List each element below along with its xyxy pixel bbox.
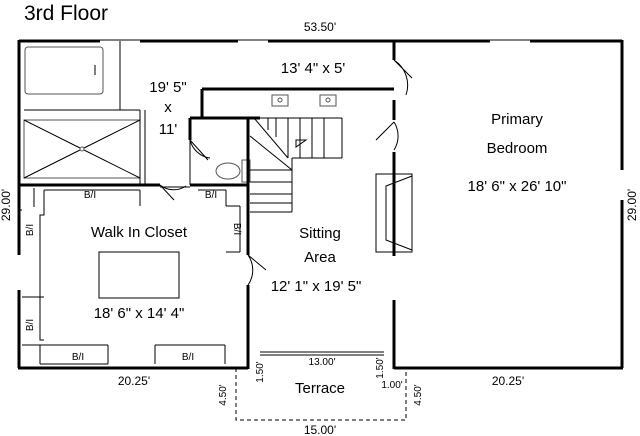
door-sitting xyxy=(247,254,267,286)
built-in-label: B/I xyxy=(25,319,36,331)
terrace-side-right: 1.50' xyxy=(375,357,386,378)
sitting-name-line1: Sitting xyxy=(299,225,341,242)
overall-width-bottom-right: 20.25' xyxy=(492,374,524,388)
built-in-label: B/I xyxy=(84,190,96,201)
overall-width-bottom-left: 20.25' xyxy=(118,374,150,388)
overall-width-top: 53.50' xyxy=(304,20,336,34)
closet-island xyxy=(98,251,180,299)
sitting-name-line2: Area xyxy=(304,249,336,266)
terrace-depth-left: 4.50' xyxy=(218,384,229,405)
terrace-side-left: 1.50' xyxy=(255,361,266,382)
terrace-outline xyxy=(235,368,407,421)
terrace-width-inner: 13.00' xyxy=(309,357,336,368)
toilet-bowl xyxy=(215,162,241,180)
primary-name-line2: Bedroom xyxy=(487,140,548,157)
primary-dim: 18' 6" x 26' 10" xyxy=(468,178,567,195)
door-bath xyxy=(189,139,211,161)
overall-depth-left: 29.00' xyxy=(0,189,13,221)
toilet-tank xyxy=(241,159,251,183)
sitting-dim: 12' 1" x 19' 5" xyxy=(271,278,362,295)
terrace-width-outer: 15.00' xyxy=(304,423,336,436)
terrace-right-offset: 1.00' xyxy=(381,380,402,391)
built-in-label: B/I xyxy=(182,352,194,363)
staircase xyxy=(249,117,343,213)
built-in-label: B/I xyxy=(25,224,36,236)
door-bedroom-top xyxy=(393,59,413,96)
bathtub xyxy=(24,46,104,95)
bath-dim-line2: x xyxy=(164,99,172,116)
hall-dim: 13' 4" x 5' xyxy=(281,60,346,77)
terrace-depth-right: 4.50' xyxy=(413,384,424,405)
door-bedroom-mid xyxy=(375,121,399,151)
closet-dim: 18' 6" x 14' 4" xyxy=(94,305,185,322)
bath-dim-line3: 11' xyxy=(159,121,178,138)
bath-dim-line1: 19' 5" xyxy=(149,79,186,96)
overall-depth-right: 29.00' xyxy=(625,189,639,221)
primary-name-line1: Primary xyxy=(491,111,543,128)
built-in-label: B/I xyxy=(72,352,84,363)
built-in-label: B/I xyxy=(231,223,242,235)
closet-name: Walk In Closet xyxy=(91,224,188,241)
terrace-name: Terrace xyxy=(295,380,345,397)
floor-title: 3rd Floor xyxy=(24,2,108,25)
built-in-label: B/I xyxy=(205,190,217,201)
